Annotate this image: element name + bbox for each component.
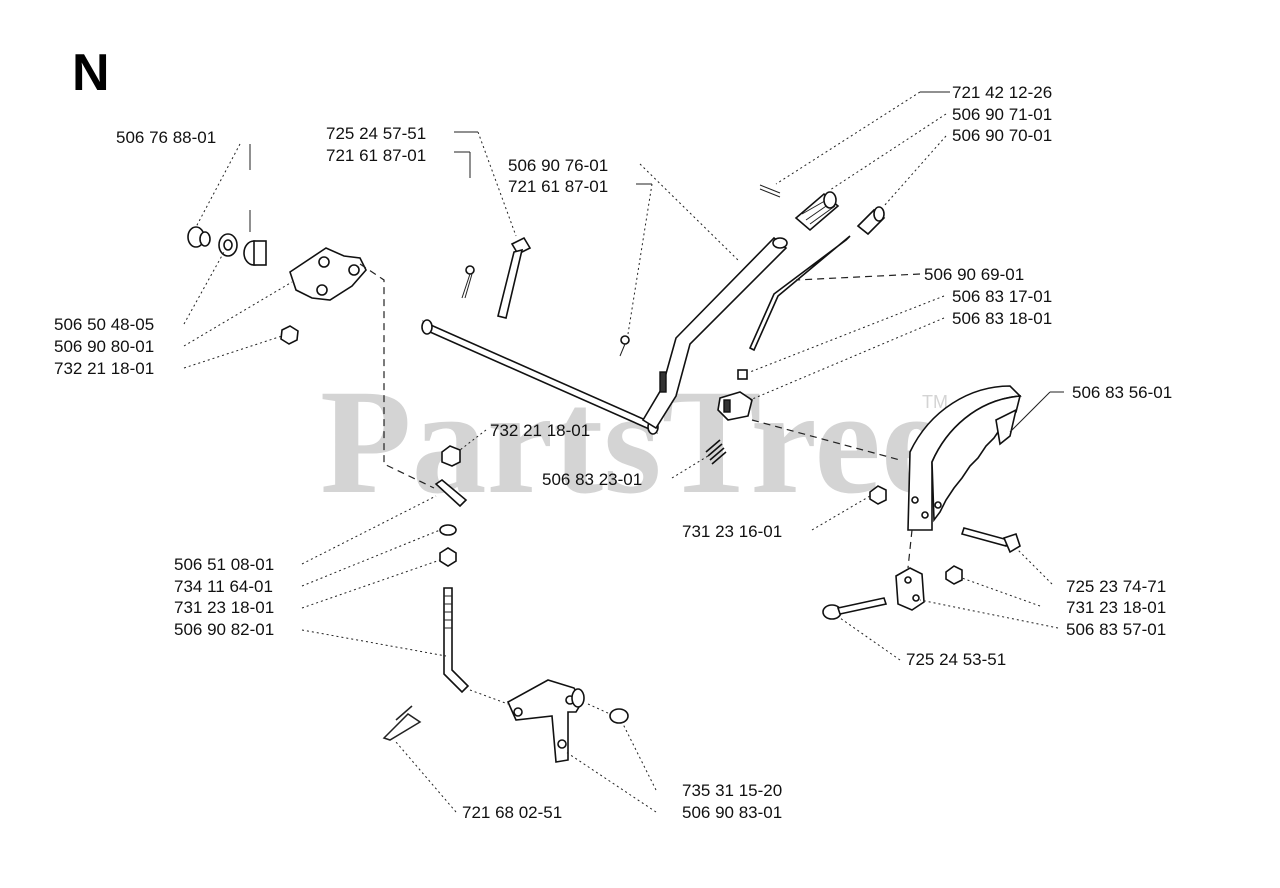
callout-label: 725 23 74-71 (1066, 577, 1166, 596)
tube-bolt (497, 236, 532, 319)
lock-block (717, 391, 753, 421)
callout-label: 721 61 87-01 (326, 146, 426, 165)
callout-label: 506 76 88-01 (116, 128, 216, 147)
hairpin-clip (382, 705, 422, 741)
callout-label: 731 23 18-01 (174, 598, 274, 617)
callout-label: 732 21 18-01 (490, 421, 590, 440)
threaded-rod (443, 587, 470, 694)
center-nut (441, 445, 461, 467)
callout-label: 731 23 18-01 (1066, 598, 1166, 617)
lock-spring (705, 439, 727, 465)
watermark-tm: TM (922, 392, 948, 412)
callout-label: 506 51 08-01 (174, 555, 274, 574)
gear-bolt (960, 527, 1021, 554)
pivot-nut (280, 325, 299, 345)
callout-label: 721 61 87-01 (508, 177, 608, 196)
pivot-bracket (289, 247, 367, 301)
callout-label: 732 21 18-01 (54, 359, 154, 378)
assembly-line-2 (751, 419, 901, 461)
callout-label: 506 90 83-01 (682, 803, 782, 822)
callout-label: 506 83 56-01 (1072, 383, 1172, 402)
callout-label: 721 42 12-26 (952, 83, 1052, 102)
callout-label: 735 31 15-20 (682, 781, 782, 800)
cotter-pin-right (619, 335, 630, 357)
shift-rod-tube (421, 319, 659, 435)
rod-ferrule (737, 369, 748, 380)
callout-label: 721 68 02-51 (462, 803, 562, 822)
leader-lines (183, 91, 1064, 813)
callout-label: 506 90 71-01 (952, 105, 1052, 124)
cotter-pin-left (461, 265, 475, 299)
gear-quadrant (907, 385, 1022, 531)
callout-label: 506 83 23-01 (542, 470, 642, 489)
callout-label: 734 11 64-01 (174, 577, 273, 596)
rod-washer (439, 524, 457, 536)
callout-label: 506 83 57-01 (1066, 620, 1166, 639)
callout-label: 725 24 57-51 (326, 124, 426, 143)
connector-pin (434, 479, 468, 508)
section-letter: N (72, 44, 110, 102)
callout-label: 506 90 80-01 (54, 337, 154, 356)
trigger-knob (856, 206, 886, 236)
block-bolt (822, 597, 888, 620)
handle-grip (794, 191, 840, 232)
bracket-bushing (609, 708, 629, 724)
gear-nut (869, 485, 887, 505)
trigger-rod (748, 235, 851, 352)
shift-lever-arm (641, 236, 788, 430)
callout-label: 506 90 69-01 (924, 265, 1024, 284)
lower-bracket (506, 679, 585, 763)
roll-pin (759, 184, 781, 198)
callout-label: 506 83 17-01 (952, 287, 1052, 306)
callout-label: 506 83 18-01 (952, 309, 1052, 328)
support-block (895, 567, 925, 611)
watermark-text: PartsTree (320, 359, 947, 525)
callout-label: 725 24 53-51 (906, 650, 1006, 669)
callout-label: 506 90 76-01 (508, 156, 608, 175)
rod-nut (439, 547, 457, 567)
block-nut (945, 565, 963, 585)
callout-label: 506 90 82-01 (174, 620, 274, 639)
assembly-line-3 (907, 529, 913, 569)
pivot-bushing-group (187, 226, 267, 266)
callout-label: 731 23 16-01 (682, 522, 782, 541)
assembly-line-1 (359, 263, 435, 489)
callout-label: 506 50 48-05 (54, 315, 154, 334)
callout-label: 506 90 70-01 (952, 126, 1052, 145)
